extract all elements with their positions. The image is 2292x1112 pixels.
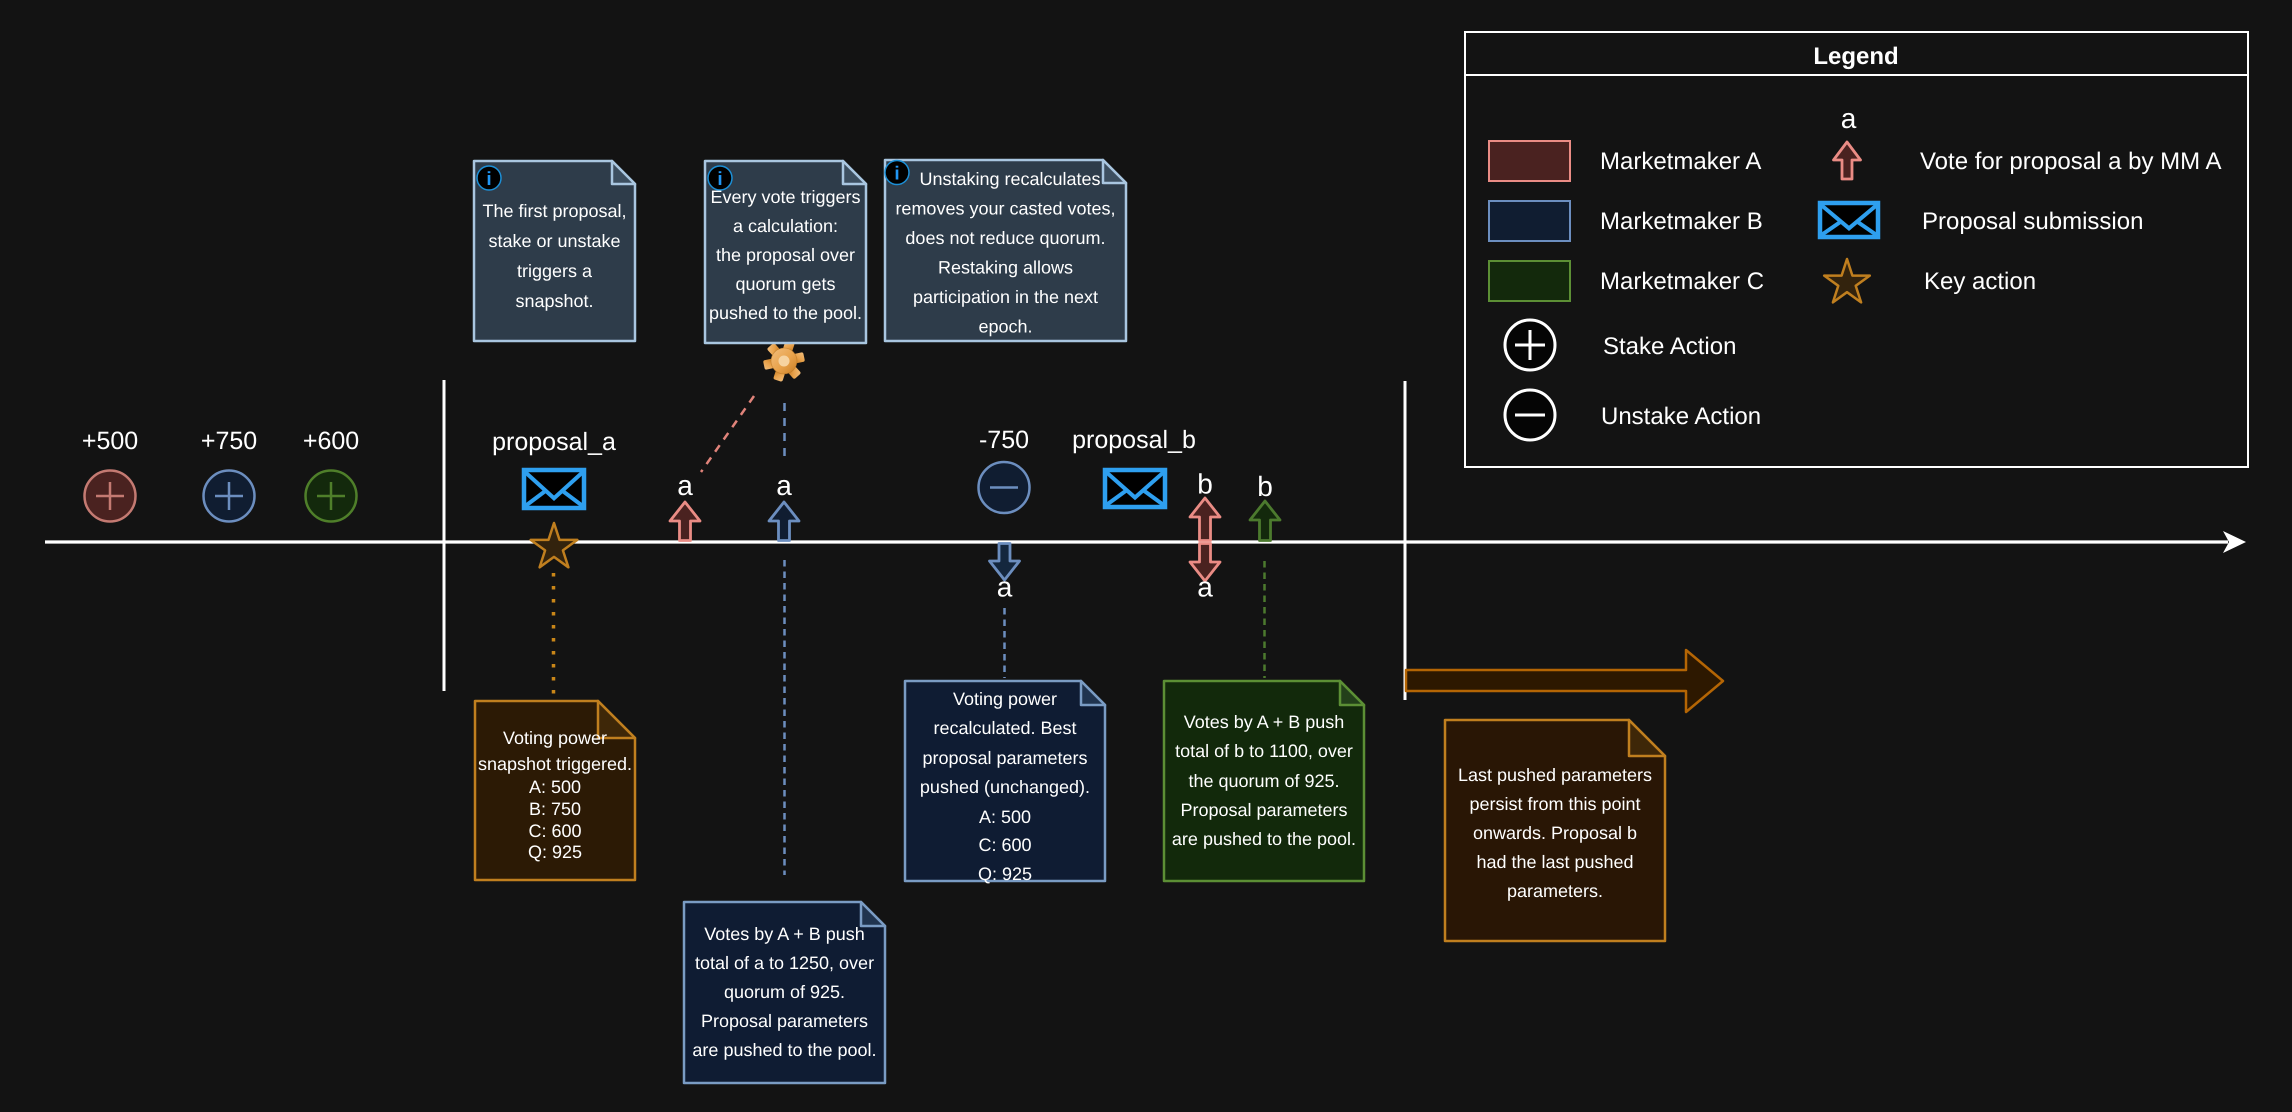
svg-text:a: a [997,572,1013,603]
svg-text:Unstake Action: Unstake Action [1601,403,1761,430]
svg-text:i: i [717,169,722,190]
svg-text:Key action: Key action [1924,268,2036,295]
svg-text:parameters.: parameters. [1507,881,1603,901]
svg-text:Marketmaker B: Marketmaker B [1600,208,1763,235]
svg-text:removes your casted votes,: removes your casted votes, [895,199,1115,219]
svg-text:C: 600: C: 600 [528,821,581,841]
svg-text:Votes by A + B push: Votes by A + B push [704,924,865,944]
svg-text:the proposal over: the proposal over [716,245,855,265]
svg-text:Voting power: Voting power [503,728,607,748]
svg-text:Proposal submission: Proposal submission [1922,208,2143,235]
svg-text:a: a [776,470,792,501]
svg-text:triggers a: triggers a [517,261,593,281]
svg-text:Unstaking recalculates: Unstaking recalculates [919,169,1100,189]
svg-text:a: a [1841,103,1857,134]
svg-text:Votes by A + B push: Votes by A + B push [1184,712,1345,732]
svg-text:quorum of 925.: quorum of 925. [724,982,845,1002]
svg-text:i: i [486,169,491,190]
svg-text:+500: +500 [82,427,138,455]
svg-text:-750: -750 [979,426,1029,454]
svg-text:participation in the next: participation in the next [913,287,1098,307]
svg-text:proposal parameters: proposal parameters [922,748,1087,768]
svg-text:The first proposal,: The first proposal, [482,201,626,221]
svg-text:C: 600: C: 600 [978,835,1031,855]
svg-text:persist from this point: persist from this point [1469,794,1640,814]
svg-text:the quorum of 925.: the quorum of 925. [1188,771,1339,791]
svg-text:onwards. Proposal b: onwards. Proposal b [1473,823,1637,843]
svg-text:Restaking allows: Restaking allows [938,258,1073,278]
svg-text:does not reduce quorum.: does not reduce quorum. [905,228,1105,248]
svg-text:Marketmaker C: Marketmaker C [1600,268,1764,295]
svg-text:Marketmaker A: Marketmaker A [1600,148,1761,175]
svg-text:Every vote triggers: Every vote triggers [710,187,860,207]
svg-text:a: a [677,470,693,501]
svg-text:Stake Action: Stake Action [1603,333,1736,360]
svg-text:A: 500: A: 500 [979,807,1031,827]
svg-text:b: b [1197,469,1213,500]
svg-text:snapshot triggered.: snapshot triggered. [478,754,632,774]
svg-text:recalculated. Best: recalculated. Best [933,718,1076,738]
svg-text:quorum gets: quorum gets [735,274,835,294]
svg-text:Proposal parameters: Proposal parameters [1180,800,1347,820]
svg-text:A: 500: A: 500 [529,777,581,797]
svg-text:+600: +600 [303,427,359,455]
svg-text:epoch.: epoch. [978,317,1032,337]
svg-text:snapshot.: snapshot. [515,291,593,311]
svg-text:+750: +750 [201,427,257,455]
svg-text:Q: 925: Q: 925 [528,842,582,862]
svg-text:pushed to the pool.: pushed to the pool. [709,303,862,323]
svg-text:a: a [1197,572,1213,603]
svg-text:total of b to 1100, over: total of b to 1100, over [1175,741,1353,761]
svg-text:had the last pushed: had the last pushed [1476,852,1633,872]
svg-text:i: i [894,164,899,185]
svg-text:proposal_b: proposal_b [1072,426,1196,454]
svg-text:Voting power: Voting power [953,689,1057,709]
svg-text:Proposal parameters: Proposal parameters [701,1011,868,1031]
svg-text:Q: 925: Q: 925 [978,864,1032,884]
svg-text:proposal_a: proposal_a [492,428,616,456]
svg-text:stake or unstake: stake or unstake [488,231,620,251]
svg-text:Last pushed parameters: Last pushed parameters [1458,765,1652,785]
svg-text:are pushed to the pool.: are pushed to the pool. [692,1040,876,1060]
svg-text:B: 750: B: 750 [529,799,581,819]
svg-text:b: b [1257,471,1273,502]
svg-text:a calculation:: a calculation: [733,216,838,236]
svg-text:pushed (unchanged).: pushed (unchanged). [920,777,1090,797]
svg-text:Vote for proposal a by MM A: Vote for proposal a by MM A [1920,148,2222,175]
svg-text:Legend: Legend [1813,43,1898,70]
svg-text:are pushed to the pool.: are pushed to the pool. [1172,829,1356,849]
svg-text:total of a to 1250, over: total of a to 1250, over [695,953,874,973]
